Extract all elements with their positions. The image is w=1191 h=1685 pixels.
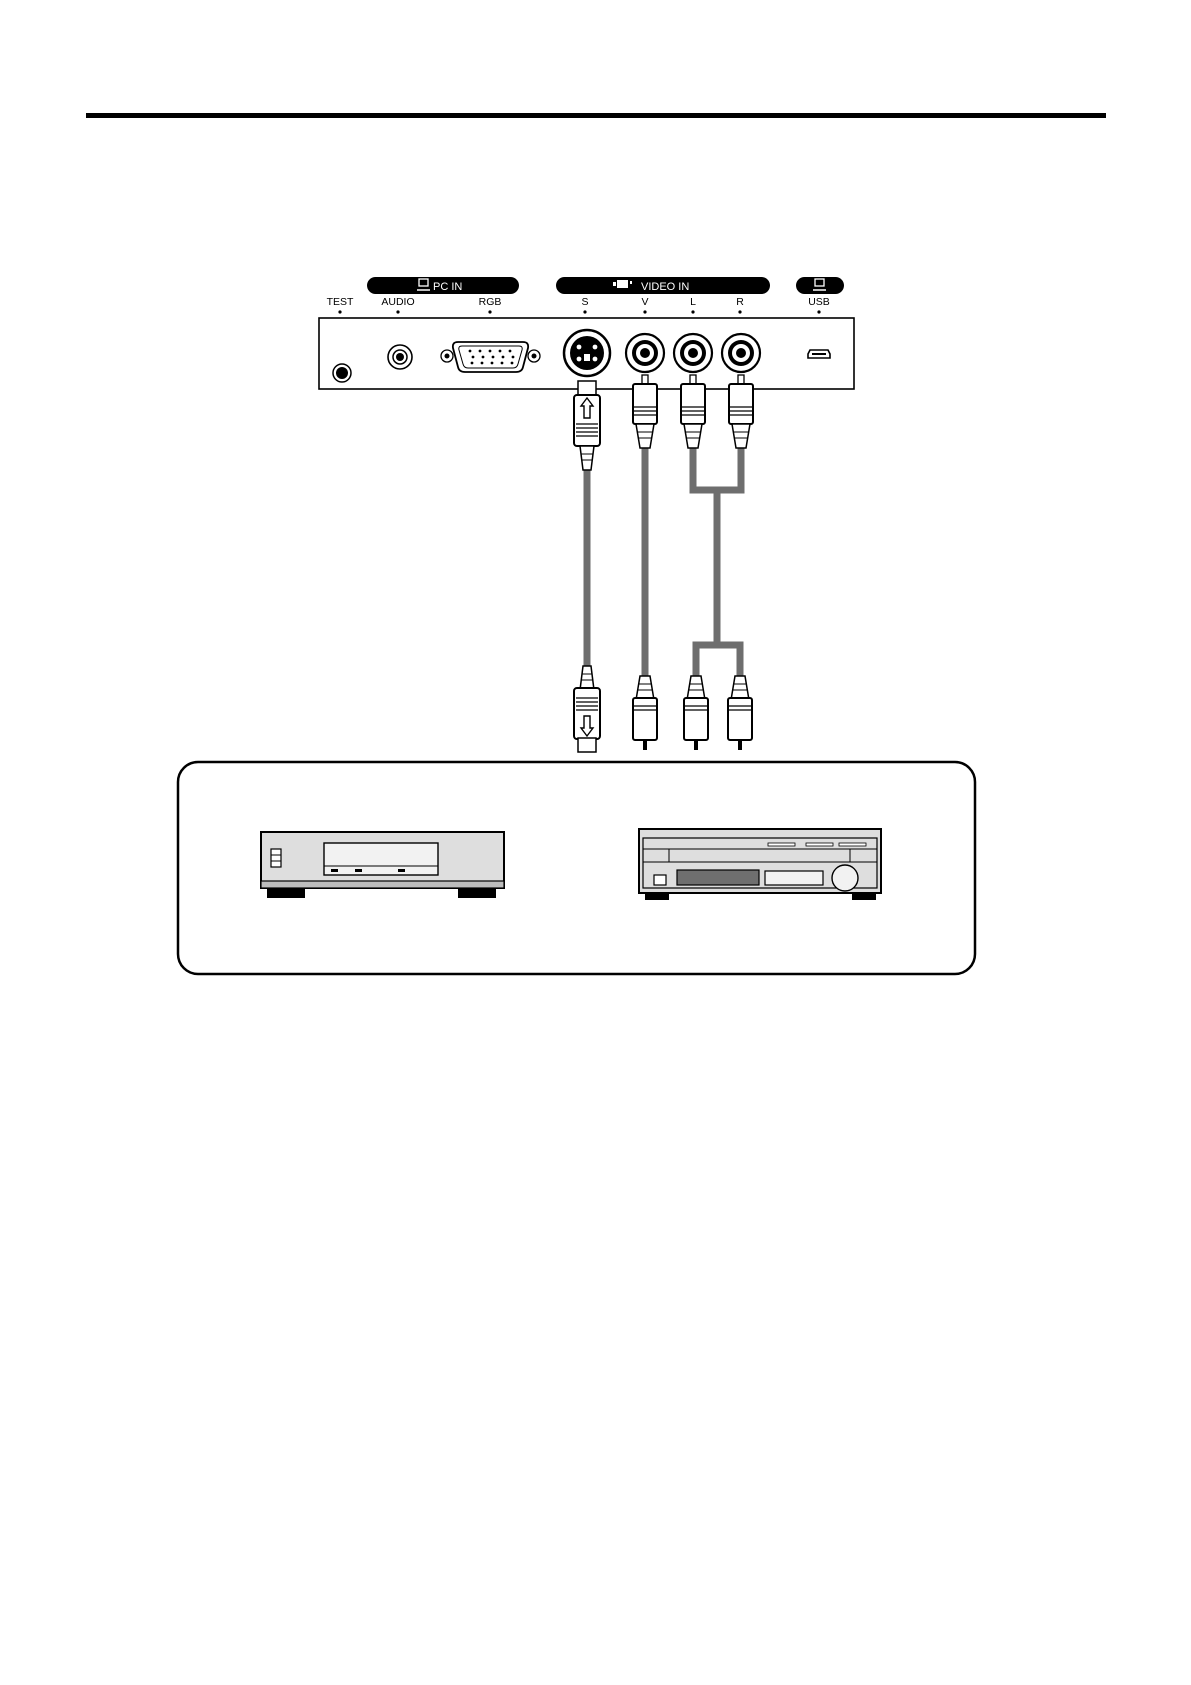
port-label-test: TEST <box>327 296 354 308</box>
video-player-device <box>261 832 504 898</box>
port-label-rgb: RGB <box>479 296 502 308</box>
screw-icon <box>528 350 540 362</box>
s-video-plug-upper <box>574 381 600 470</box>
pc-in-label: PC IN <box>433 281 462 293</box>
audio-l-plug-lower <box>684 676 708 750</box>
s-video-plug-lower <box>574 666 600 752</box>
port-label-audio: AUDIO <box>381 296 414 308</box>
screw-icon <box>441 350 453 362</box>
port-label-v: V <box>641 296 648 308</box>
port-label-r: R <box>736 296 744 308</box>
audio-cable <box>693 448 741 676</box>
port-label-s: S <box>581 296 588 308</box>
port-label-l: L <box>690 296 696 308</box>
cables <box>587 448 741 676</box>
video-plug-upper <box>633 375 657 448</box>
s-video-jack[interactable] <box>564 330 610 376</box>
video-in-label: VIDEO IN <box>641 281 689 293</box>
audio-l-jack[interactable] <box>674 334 712 372</box>
video-jack[interactable] <box>626 334 664 372</box>
port-label-dots <box>338 310 820 313</box>
audio-r-jack[interactable] <box>722 334 760 372</box>
audio-jack[interactable] <box>388 345 412 369</box>
test-jack[interactable] <box>333 364 351 382</box>
audio-receiver-device <box>639 829 881 900</box>
header-rule <box>86 113 1106 118</box>
port-labels: TEST AUDIO RGB S V L R USB <box>327 296 830 308</box>
audio-l-plug-upper <box>681 375 705 448</box>
pc-in-header: PC IN <box>367 277 519 294</box>
usb-header <box>796 277 844 294</box>
audio-r-plug-upper <box>729 375 753 448</box>
video-in-header: VIDEO IN <box>556 277 770 294</box>
video-plug-lower <box>633 676 657 750</box>
usb-port[interactable] <box>808 350 830 358</box>
port-label-usb: USB <box>808 296 830 308</box>
audio-r-plug-lower <box>728 676 752 750</box>
